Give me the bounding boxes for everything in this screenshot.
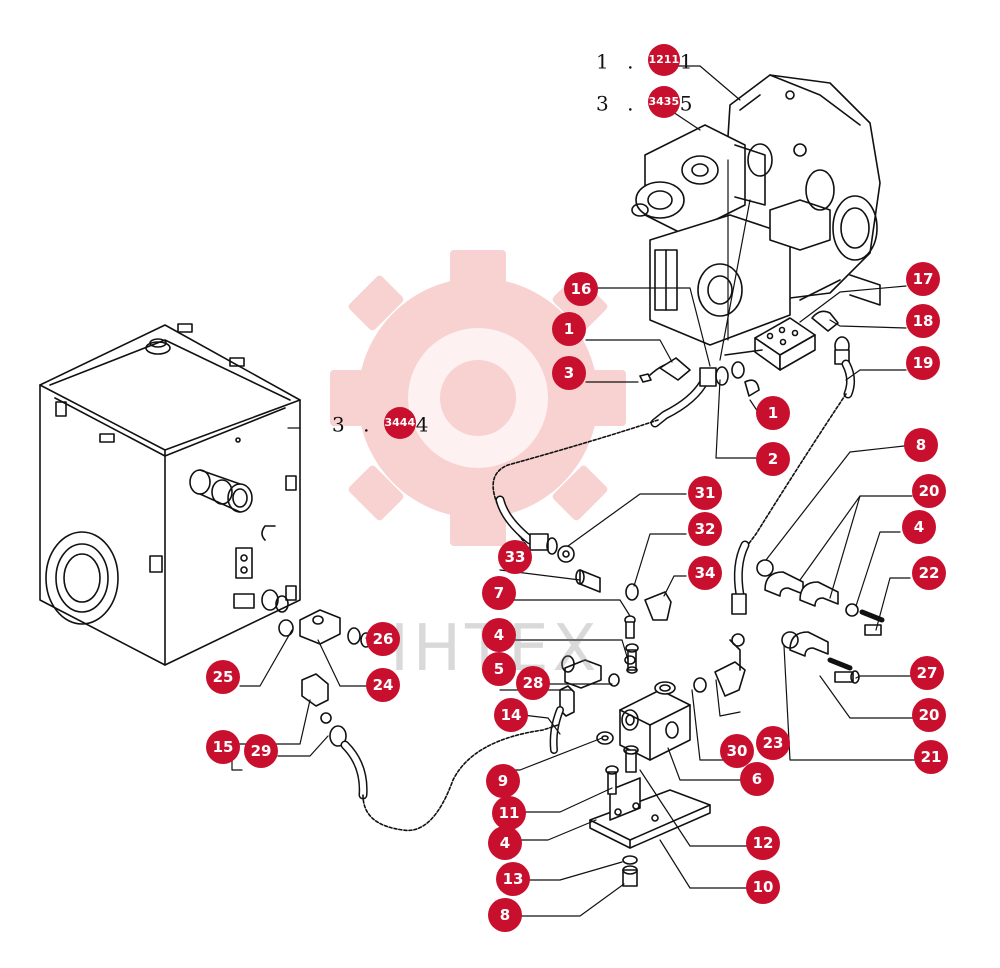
callout-badge: 27 — [910, 656, 944, 690]
callout-badge: 3444 — [383, 407, 416, 439]
fittings — [278, 609, 746, 754]
hose-middle — [495, 495, 672, 621]
reference-label: 3 . 34444 — [332, 407, 435, 439]
callout-badge: 12 — [746, 826, 780, 860]
callout-badge: 11 — [492, 796, 526, 830]
callout-badge: 20 — [912, 698, 946, 732]
hose-upper — [492, 357, 760, 551]
manifold-block — [724, 310, 839, 371]
callout-badge: 13 — [496, 862, 530, 896]
callout-badge: 4 — [902, 510, 936, 544]
callout-badge: 1 — [552, 312, 586, 346]
callout-badge: 26 — [366, 622, 400, 656]
callout-badge: 32 — [688, 512, 722, 546]
callout-badge: 1211 — [647, 44, 680, 76]
control-valve — [596, 643, 707, 761]
callout-badge: 3435 — [647, 86, 680, 118]
callout-badge: 2 — [756, 442, 790, 476]
callout-badge: 20 — [912, 474, 946, 508]
callout-badge: 34 — [688, 556, 722, 590]
reference-label: 3 . 34355 — [596, 86, 699, 118]
callout-badge: 33 — [498, 540, 532, 574]
hose-right — [731, 336, 856, 615]
small-parts — [624, 615, 882, 684]
callout-badge: 7 — [482, 576, 516, 610]
callout-badge: 8 — [904, 428, 938, 462]
hose-lower — [340, 724, 559, 832]
reference-label: 1 . 12111 — [596, 44, 699, 76]
callout-badge: 16 — [564, 272, 598, 306]
callout-badge: 6 — [740, 762, 774, 796]
pipe-clamps — [756, 559, 885, 671]
callout-badge: 1 — [756, 396, 790, 430]
callout-badge: 14 — [494, 698, 528, 732]
callout-badge: 5 — [482, 652, 516, 686]
hydraulic-tank — [39, 323, 301, 666]
callout-badge: 29 — [244, 734, 278, 768]
callout-badge: 21 — [914, 740, 948, 774]
callout-badge: 23 — [756, 726, 790, 760]
callout-badge: 9 — [486, 764, 520, 798]
callout-badge: 30 — [720, 734, 754, 768]
callout-badge: 17 — [906, 262, 940, 296]
callout-badge: 28 — [516, 666, 550, 700]
leader-lines — [221, 65, 917, 917]
callout-badge: 15 — [206, 730, 240, 764]
callout-badge: 8 — [488, 898, 522, 932]
callout-badge: 31 — [688, 476, 722, 510]
pump-transmission-assembly — [631, 74, 881, 346]
callout-badge: 22 — [912, 556, 946, 590]
callout-badge: 3 — [552, 356, 586, 390]
mounting-bracket — [589, 745, 711, 887]
callout-badge: 25 — [206, 660, 240, 694]
callout-badge: 24 — [366, 668, 400, 702]
callout-badge: 4 — [488, 826, 522, 860]
callout-badge: 19 — [906, 346, 940, 380]
callout-badge: 4 — [482, 618, 516, 652]
callout-badge: 18 — [906, 304, 940, 338]
callout-badge: 10 — [746, 870, 780, 904]
watermark-gear-icon — [330, 250, 626, 546]
